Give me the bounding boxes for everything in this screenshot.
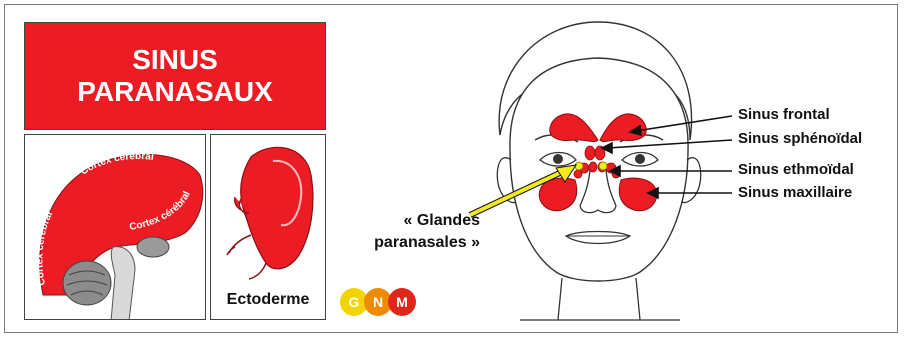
label-sinus-ethmoidal: Sinus ethmoïdal	[738, 161, 854, 178]
neck	[520, 278, 680, 320]
label-sinus-sphenoidal: Sinus sphénoïdal	[738, 130, 862, 147]
glandes-label: « Glandes paranasales »	[352, 210, 480, 254]
glandes-line-2: paranasales »	[352, 232, 480, 254]
gland-right	[599, 162, 607, 170]
label-sinus-maxillary: Sinus maxillaire	[738, 184, 852, 201]
logo-letter-m: M	[388, 288, 416, 316]
sphenoidal-sinus	[585, 146, 595, 160]
gland-left	[575, 162, 583, 170]
label-sinus-frontal: Sinus frontal	[738, 106, 830, 123]
gnm-logo: G N M	[340, 288, 420, 318]
glandes-line-1: « Glandes	[352, 210, 480, 232]
